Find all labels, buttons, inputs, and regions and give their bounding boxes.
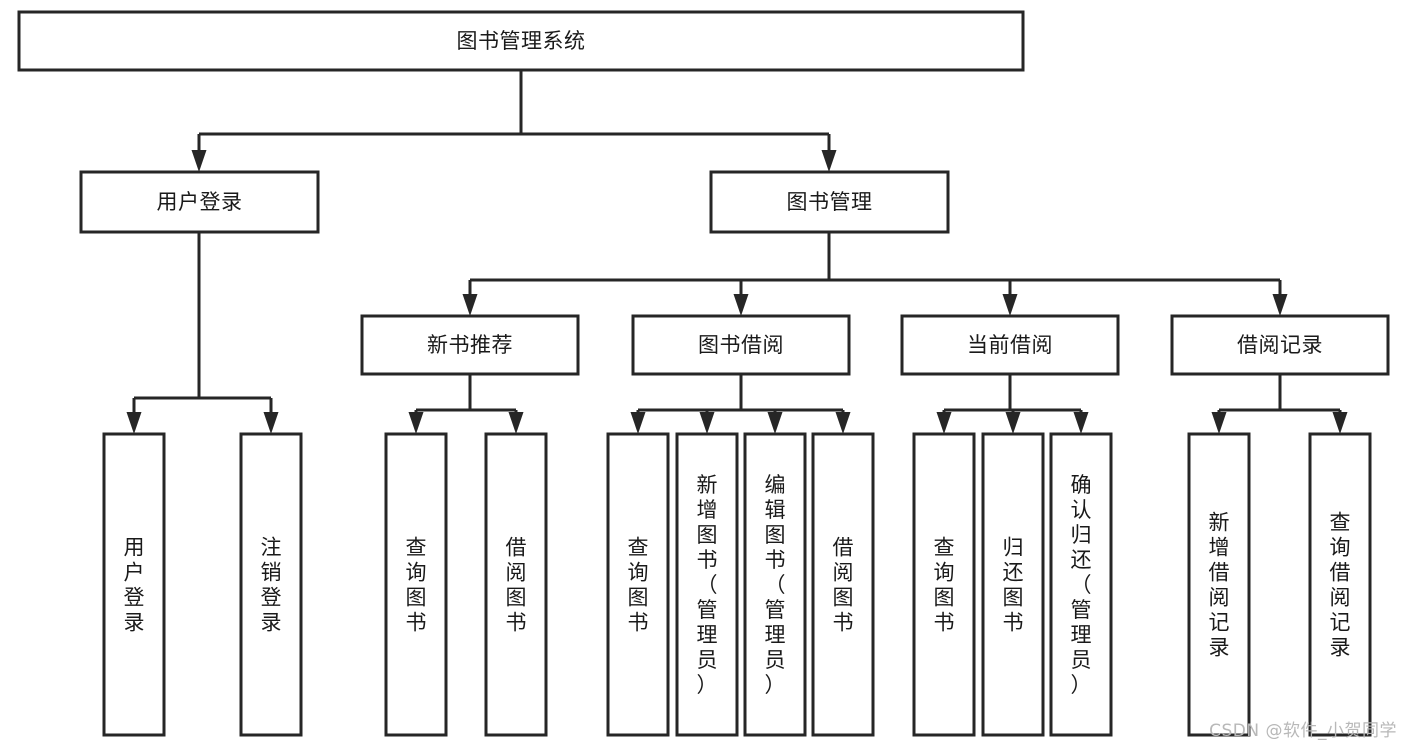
leaf-node-leaf-return-book[interactable]: 归还图书 [981, 432, 1045, 737]
arrow-head-icon [767, 412, 783, 434]
node-label: 新增图书（管理员） [697, 473, 718, 697]
level3-node-borrow-records[interactable]: 借阅记录 [1170, 314, 1390, 376]
leaf-node-leaf-edit-book-admin[interactable]: 编辑图书（管理员） [743, 432, 807, 737]
node-label: 借阅记录 [1237, 333, 1323, 357]
node-label: 查询图书 [406, 536, 427, 635]
node-box[interactable] [631, 314, 851, 376]
connector-records-to-leaves [1211, 374, 1348, 434]
node-label: 图书管理系统 [457, 29, 586, 53]
node-label: 图书借阅 [698, 333, 784, 357]
node-box[interactable] [675, 432, 739, 737]
arrow-head-icon [821, 150, 837, 172]
node-label: 借阅图书 [833, 536, 854, 635]
node-label: 确认归还（管理员） [1071, 473, 1092, 697]
node-box[interactable] [360, 314, 580, 376]
connector-userlogin-to-leaves [126, 232, 279, 434]
leaf-node-leaf-confirm-return-admin[interactable]: 确认归还（管理员） [1049, 432, 1113, 737]
arrow-head-icon [1002, 294, 1018, 316]
node-box[interactable] [743, 432, 807, 737]
leaf-node-leaf-query-book-recommend[interactable]: 查询图书 [384, 432, 448, 737]
node-label: 查询图书 [934, 536, 955, 635]
leaf-node-leaf-add-borrow-record[interactable]: 新增借阅记录 [1187, 432, 1251, 737]
level2-node-user-login[interactable]: 用户登录 [79, 170, 320, 234]
node-label: 用户登录 [124, 536, 145, 635]
arrow-head-icon [263, 412, 279, 434]
node-label: 借阅图书 [506, 536, 527, 635]
arrow-head-icon [1332, 412, 1348, 434]
arrow-head-icon [1272, 294, 1288, 316]
node-box[interactable] [709, 170, 950, 234]
arrow-head-icon [630, 412, 646, 434]
leaf-node-leaf-query-borrow-record[interactable]: 查询借阅记录 [1308, 432, 1372, 737]
arrow-head-icon [191, 150, 207, 172]
arrow-head-icon [733, 294, 749, 316]
leaf-node-leaf-borrow-book[interactable]: 借阅图书 [811, 432, 875, 737]
arrow-head-icon [1211, 412, 1227, 434]
csdn-watermark: CSDN @软件_小贺同学 [1209, 721, 1397, 741]
arrow-head-icon [462, 294, 478, 316]
node-box[interactable] [1187, 432, 1251, 737]
connector-current-to-leaves [936, 374, 1089, 434]
leaf-node-leaf-user-login[interactable]: 用户登录 [102, 432, 166, 737]
connector-bookmgmt-to-level3 [462, 232, 1288, 316]
node-label: 编辑图书（管理员） [765, 473, 786, 697]
node-label: 查询借阅记录 [1330, 511, 1351, 660]
leaf-node-leaf-add-book-admin[interactable]: 新增图书（管理员） [675, 432, 739, 737]
level3-node-current-borrow[interactable]: 当前借阅 [900, 314, 1120, 376]
node-box[interactable] [1308, 432, 1372, 737]
level3-node-book-borrow[interactable]: 图书借阅 [631, 314, 851, 376]
diagram-nodes-group: 图书管理系统用户登录图书管理新书推荐图书借阅当前借阅借阅记录用户登录注销登录查询… [17, 10, 1390, 737]
node-box[interactable] [1170, 314, 1390, 376]
node-label: 注销登录 [261, 536, 282, 635]
node-box[interactable] [239, 432, 303, 737]
node-label: 用户登录 [157, 190, 243, 214]
arrow-head-icon [408, 412, 424, 434]
node-label: 当前借阅 [967, 333, 1053, 357]
node-box[interactable] [17, 10, 1025, 72]
node-label: 查询图书 [628, 536, 649, 635]
leaf-node-leaf-query-book-borrow[interactable]: 查询图书 [606, 432, 670, 737]
node-box[interactable] [484, 432, 548, 737]
connector-recommend-to-leaves [408, 374, 524, 434]
node-box[interactable] [606, 432, 670, 737]
connector-borrow-to-leaves [630, 374, 851, 434]
arrow-head-icon [835, 412, 851, 434]
node-label: 图书管理 [787, 190, 873, 214]
connector-root-to-level2 [191, 70, 837, 172]
node-box[interactable] [1049, 432, 1113, 737]
node-box[interactable] [79, 170, 320, 234]
arrow-head-icon [1005, 412, 1021, 434]
level2-node-book-management[interactable]: 图书管理 [709, 170, 950, 234]
leaf-node-leaf-query-book-current[interactable]: 查询图书 [912, 432, 976, 737]
level3-node-new-book-recommend[interactable]: 新书推荐 [360, 314, 580, 376]
node-box[interactable] [900, 314, 1120, 376]
node-label: 新书推荐 [427, 333, 513, 357]
connector-lines-group [126, 70, 1348, 434]
node-box[interactable] [981, 432, 1045, 737]
arrow-head-icon [936, 412, 952, 434]
node-label: 新增借阅记录 [1209, 511, 1230, 660]
node-box[interactable] [384, 432, 448, 737]
arrow-head-icon [699, 412, 715, 434]
node-label: 归还图书 [1003, 536, 1024, 635]
leaf-node-leaf-logout[interactable]: 注销登录 [239, 432, 303, 737]
arrow-head-icon [126, 412, 142, 434]
arrow-head-icon [1073, 412, 1089, 434]
arrow-head-icon [508, 412, 524, 434]
node-box[interactable] [102, 432, 166, 737]
leaf-node-leaf-borrow-book-recommend[interactable]: 借阅图书 [484, 432, 548, 737]
root-node-root[interactable]: 图书管理系统 [17, 10, 1025, 72]
node-box[interactable] [912, 432, 976, 737]
node-box[interactable] [811, 432, 875, 737]
